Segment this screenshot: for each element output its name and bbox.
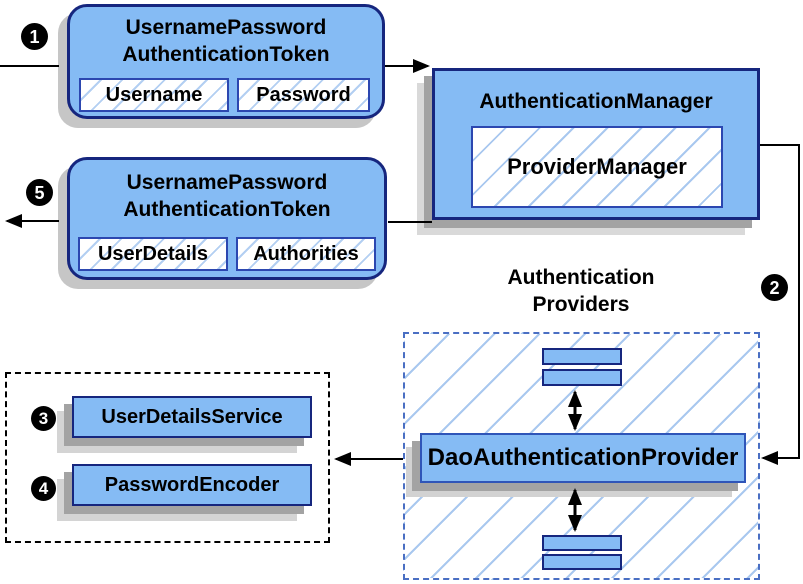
provider-slot-bar-top-2 (542, 369, 622, 386)
providers-title-line2: Providers (532, 293, 630, 316)
dao-provider-node: DaoAuthenticationProvider (420, 433, 746, 483)
services-container (5, 372, 330, 543)
step-3-badge: 3 (31, 406, 56, 431)
provider-manager-node: ProviderManager (471, 126, 723, 208)
step-5-badge: 5 (26, 179, 53, 206)
result-token-node: UsernamePassword AuthenticationToken Use… (67, 157, 387, 280)
result-token-title-line1: UsernamePassword (126, 171, 328, 194)
auth-manager-node: AuthenticationManager ProviderManager (432, 68, 760, 220)
step-4-badge: 4 (31, 476, 56, 501)
providers-title: Authentication Providers (461, 264, 701, 318)
providers-title-line1: Authentication (507, 266, 655, 289)
provider-slot-bar-top-1 (542, 348, 622, 365)
flow-arrow-manager-to-provider (760, 144, 800, 465)
request-token-node: UsernamePassword AuthenticationToken Use… (67, 4, 385, 119)
user-details-service-node: UserDetailsService (72, 396, 312, 438)
username-field: Username (79, 78, 229, 112)
authorities-field: Authorities (236, 237, 376, 271)
step-2-badge: 2 (761, 274, 788, 301)
request-token-title-line2: AuthenticationToken (122, 43, 330, 66)
password-field: Password (237, 78, 370, 112)
auth-manager-title: AuthenticationManager (479, 90, 713, 113)
step-1-badge: 1 (21, 23, 48, 50)
result-token-title-line2: AuthenticationToken (123, 198, 331, 221)
password-encoder-node: PasswordEncoder (72, 464, 312, 506)
provider-slot-bar-bottom-2 (542, 554, 622, 570)
user-details-field: UserDetails (78, 237, 228, 271)
provider-slot-bar-bottom-1 (542, 535, 622, 551)
request-token-title-line1: UsernamePassword (125, 16, 327, 39)
